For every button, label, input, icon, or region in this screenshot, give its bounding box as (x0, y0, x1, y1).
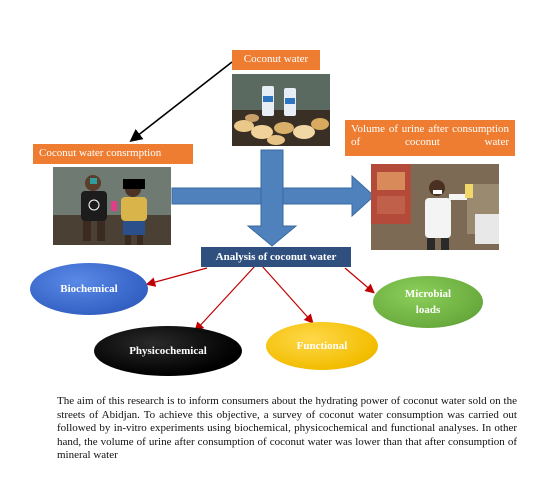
microbial-loads-oval: Microbial loads (373, 276, 483, 328)
physicochemical-label: Physicochemical (129, 345, 207, 357)
coconut-image (232, 74, 330, 146)
urine-volume-label: Volume of urine after consumption of coc… (345, 120, 515, 156)
biochemical-label: Biochemical (60, 283, 118, 295)
consumption-photo (53, 167, 171, 245)
biochemical-oval: Biochemical (30, 263, 148, 315)
analysis-box: Analysis of coconut water (201, 247, 351, 267)
urine-test-photo (371, 164, 499, 250)
functional-label: Functional (296, 340, 348, 352)
physicochemical-oval: Physicochemical (94, 326, 242, 376)
coconut-water-label: Coconut water (232, 50, 320, 70)
microbial-loads-label: Microbial loads (404, 288, 452, 316)
blue-down-arrow (246, 149, 298, 247)
consumers-image (53, 167, 171, 245)
coconut-water-photo (232, 74, 330, 146)
blue-arrows (171, 149, 375, 247)
consumption-label: Coconut water consrmption (33, 144, 193, 164)
arrow-coconut-to-consumption (129, 61, 233, 142)
caption-text: The aim of this research is to inform co… (57, 395, 517, 462)
functional-oval: Functional (266, 322, 378, 370)
red-arrows (145, 265, 375, 332)
lab-image (371, 164, 499, 250)
